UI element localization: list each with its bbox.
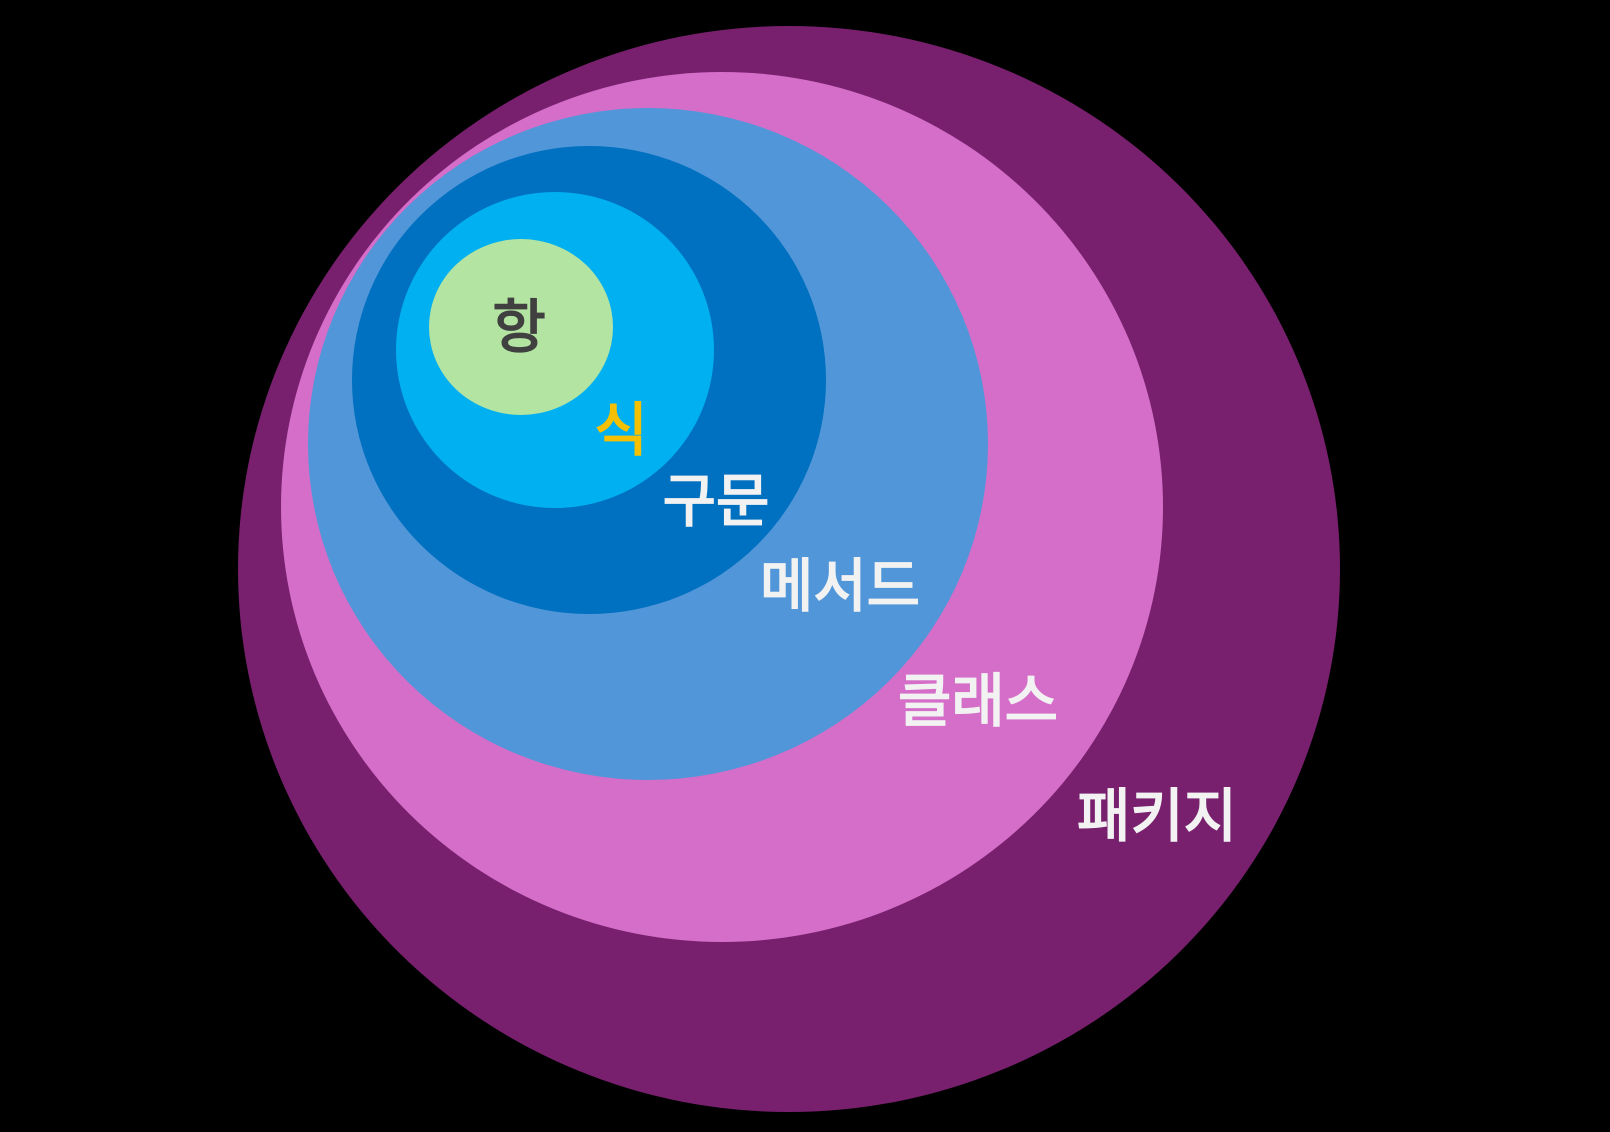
label-package: 패키지 bbox=[1077, 782, 1237, 850]
label-expression: 식 bbox=[594, 396, 647, 464]
label-class: 클래스 bbox=[898, 667, 1058, 735]
label-method: 메서드 bbox=[760, 552, 920, 620]
label-term: 항 bbox=[492, 293, 545, 361]
circle-term bbox=[429, 239, 613, 415]
label-statement: 구문 bbox=[663, 467, 770, 535]
